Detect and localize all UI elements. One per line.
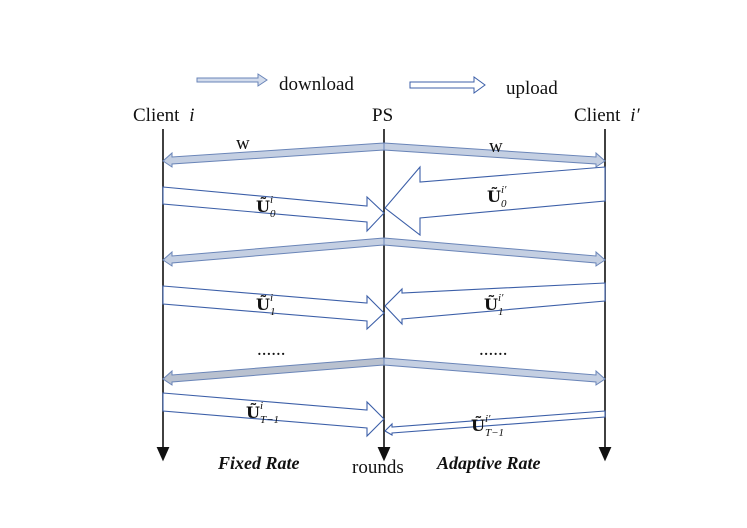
update-right-1-sub: 1 [498, 306, 504, 318]
update-left-round-0: Ũ i 0 [256, 194, 276, 220]
update-right-0-sup: i′ [501, 184, 507, 196]
w-right-label: w [489, 136, 503, 157]
w-left-label: w [236, 133, 250, 154]
download-arrow-right-round-1 [383, 237, 606, 267]
legend-download-arrow [196, 73, 268, 87]
upload-arrow-right-round-0 [384, 165, 606, 237]
svg-text:Client i′: Client i′ [574, 105, 640, 126]
download-arrow-right [383, 142, 606, 168]
update-right-0-sub: 0 [501, 198, 507, 210]
update-left-1-sub: 1 [270, 306, 276, 318]
ellipsis-left: ...... [257, 339, 286, 360]
client-left-label: Client [133, 105, 180, 126]
rounds-label: rounds [352, 457, 404, 478]
update-right-round-last: Ũ i′ T−1 [471, 413, 504, 439]
upload-round-0: Ũ i 0 Ũ i′ 0 [162, 165, 606, 237]
client-left-var: i [189, 105, 194, 126]
update-right-2-sub: T−1 [485, 427, 504, 439]
update-right-2-sup: i′ [485, 413, 491, 425]
update-left-0-sup: i [270, 194, 273, 206]
column-headers: Client i PS Client i′ [133, 105, 640, 126]
upload-round-1: Ũ i 1 Ũ i′ 1 [162, 282, 606, 331]
update-left-2-symbol: Ũ [246, 401, 260, 422]
upload-arrow-right-round-1 [384, 282, 606, 326]
upload-arrow-left-round-0 [162, 186, 385, 233]
update-left-1-symbol: Ũ [256, 293, 270, 314]
svg-text:Client i: Client i [133, 105, 194, 126]
legend-upload-label: upload [506, 78, 558, 99]
download-arrow-right-round-last [383, 357, 606, 386]
legend-upload-arrow [409, 76, 486, 94]
download-arrow-left [162, 142, 385, 168]
update-right-round-0: Ũ i′ 0 [487, 184, 507, 210]
legend: download upload [196, 73, 558, 99]
update-left-round-last: Ũ i T−1 [246, 400, 279, 426]
legend-download-label: download [279, 74, 354, 95]
update-left-1-sup: i [270, 292, 273, 304]
upload-arrow-left-round-1 [162, 285, 385, 331]
download-arrows-round-last [162, 357, 606, 386]
ps-label: PS [372, 105, 393, 126]
download-arrows-round-0: w w [162, 133, 606, 168]
ellipsis-right: ...... [479, 339, 508, 360]
upload-round-last: Ũ i T−1 Ũ i′ T−1 [162, 392, 606, 439]
update-left-0-symbol: Ũ [256, 195, 270, 216]
fixed-rate-label: Fixed Rate [217, 453, 300, 473]
upload-arrow-left-round-last [162, 392, 385, 438]
update-right-round-1: Ũ i′ 1 [484, 292, 504, 318]
update-right-0-symbol: Ũ [487, 185, 501, 206]
adaptive-rate-label: Adaptive Rate [436, 453, 540, 473]
update-left-0-sub: 0 [270, 208, 276, 220]
download-arrow-left-round-1 [162, 237, 385, 267]
download-arrow-left-round-last [162, 357, 385, 386]
update-right-1-symbol: Ũ [484, 293, 498, 314]
client-right-label: Client [574, 105, 621, 126]
update-left-round-1: Ũ i 1 [256, 292, 276, 318]
update-right-2-symbol: Ũ [471, 414, 485, 435]
update-left-2-sup: i [260, 400, 263, 412]
client-right-var: i′ [630, 105, 640, 126]
download-arrows-round-1 [162, 237, 606, 267]
upload-arrow-right-round-last [384, 410, 606, 436]
update-left-2-sub: T−1 [260, 414, 279, 426]
update-right-1-sup: i′ [498, 292, 504, 304]
